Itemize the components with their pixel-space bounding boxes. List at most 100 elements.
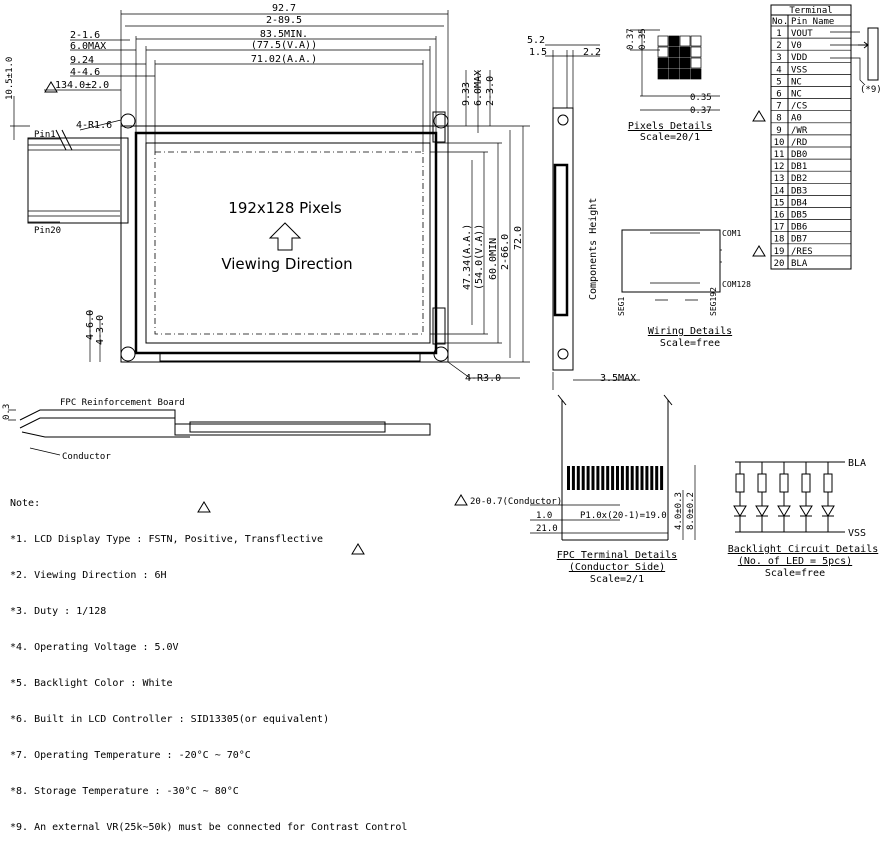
fpc-terminal-scale: Scale=2/1 [590,574,644,585]
terminal-pin-no: 13 [774,174,785,184]
pixel-dim-035b: 0.35 [690,93,712,103]
terminal-pin-name: /RD [791,138,807,148]
dim-60-line [436,142,502,344]
side-hole-bottom [557,348,569,360]
fpc-terminal-dims [530,504,668,534]
conductor-leader [29,447,61,456]
terminal-col-name: Pin Name [791,17,834,27]
terminal-pin-no: 20 [774,259,785,269]
dim-1-0: 1.0 [536,511,552,521]
fpc-pin [576,466,580,490]
terminal-pin-no: 19 [774,247,785,257]
terminal-pin-no: 10 [774,138,785,148]
fpc-pin [635,466,639,490]
fpc-pin [625,466,629,490]
dim-20-0-7: 20-0.7(Conductor) [470,497,562,507]
notes-block: Note: *1. LCD Display Type : FSTN, Posit… [10,474,407,846]
fpc-pin [655,466,659,490]
fpc-pin [596,466,600,490]
pixel-dim-037a: 0.37 [626,28,636,50]
note-3: *3. Duty : 1/128 [10,606,107,617]
seg1-label: SEG1 [617,297,626,316]
warning-icon-fpc [454,494,468,506]
fpc-terminal-details: 20-0.7(Conductor) 1.0 21.0 P1.0x(20-1)=1… [454,394,696,585]
terminal-pin-name: DB2 [791,174,807,184]
dim-left-bottom [89,310,101,362]
note-5: *5. Backlight Color : White [10,678,173,689]
vr-note: (*9) [860,85,882,95]
wiring-lines [650,232,722,284]
viewing-area [145,142,431,344]
led-diode-icon [777,505,791,517]
terminal-pin-name: DB7 [791,235,807,245]
terminal-pin-no: 12 [774,162,785,172]
notes-header: Note: [10,498,41,509]
fpc-pin [650,466,654,490]
terminal-pin-name: NC [791,90,802,100]
fpc-terminal-title: FPC Terminal Details [557,550,677,561]
side-dim-bottom [552,372,640,390]
pixel-cell [679,35,691,47]
terminal-pin-no: 4 [776,65,781,75]
dim-1-5: 1.5 [529,47,547,58]
backlight-rails [735,461,845,533]
terminal-pin-name: /RES [791,247,813,257]
vr-resistor-icon [867,27,879,81]
warning-icon-note6 [351,543,365,555]
terminal-pin-no: 1 [776,29,781,39]
com128-label: COM128 [722,280,751,289]
side-block-tr [432,111,446,143]
pixel-cell [679,68,691,80]
fpc-terminal-subtitle: (Conductor Side) [569,562,665,573]
led-resistor-icon [823,473,833,493]
note-9: *9. An external VR(25k~50k) must be conn… [10,822,408,833]
dim-9-33: 9.33 [461,82,472,106]
dim-21-0: 21.0 [536,524,558,534]
pixel-cell [657,68,669,80]
seg192-label: SEG192 [709,287,718,316]
components-height-label: Components Height [588,198,599,300]
terminal-pin-name: /WR [791,126,808,136]
pixels-details-scale: Scale=20/1 [640,132,700,143]
lcd-drawing: 92.7 2-89.5 83.5MIN. (77.5(V.A)) 71.02(A… [2,3,882,585]
pin-leaders [28,138,60,223]
pixel-cell [668,46,680,58]
terminal-pin-name: A0 [791,114,802,124]
fpc-break-marks [55,129,73,151]
led-columns [733,462,835,532]
pixels-details-title: Pixels Details [628,121,712,132]
fpc-pin [581,466,585,490]
fpc-tail-lines [28,144,120,217]
dim-10-5-line [10,96,30,140]
dim-54-line [430,151,488,335]
dim-4-0: 4.0±0.3 [674,492,684,530]
vss-label: VSS [848,528,866,539]
terminal-pin-no: 6 [776,90,781,100]
fpc-pin [611,466,615,490]
pixels-details: 0.37 0.35 0.35 0.37 Pixels Details Scale… [626,28,720,143]
pixel-cell [679,46,691,58]
backlight-circuit: BLA VSS Backlight Circuit Details (No. o… [728,458,879,579]
dim-4-r3: 4-R3.0 [465,373,501,384]
conductor-label: Conductor [62,452,111,462]
led-diode-icon [799,505,813,517]
pixel-cell [657,46,669,58]
terminal-pin-name: BLA [791,259,808,269]
pixel-cell [690,57,702,69]
terminal-pin-no: 2 [776,41,781,51]
fpc-pin [660,466,664,490]
dim-4-6: 4-6.0 [85,310,96,340]
wiring-frame [621,229,721,293]
dim-54: (54.0(V.A)) [474,224,485,290]
backlight-scale: Scale=free [765,568,825,579]
bla-label: BLA [848,458,866,469]
led-diode-icon [821,505,835,517]
wiring-details: COM1 COM128 SEG1 SEG192 Wiring Details S… [617,229,751,349]
terminal-pin-name: DB0 [791,150,807,160]
note-4: *4. Operating Voltage : 5.0V [10,642,179,653]
pixel-cell [668,57,680,69]
front-view: 92.7 2-89.5 83.5MIN. (77.5(V.A)) 71.02(A… [5,3,530,384]
viewing-direction-label: Viewing Direction [221,255,352,273]
side-hole-top [557,114,569,126]
dim-4-r1-6: 4-R1.6 [76,120,112,131]
